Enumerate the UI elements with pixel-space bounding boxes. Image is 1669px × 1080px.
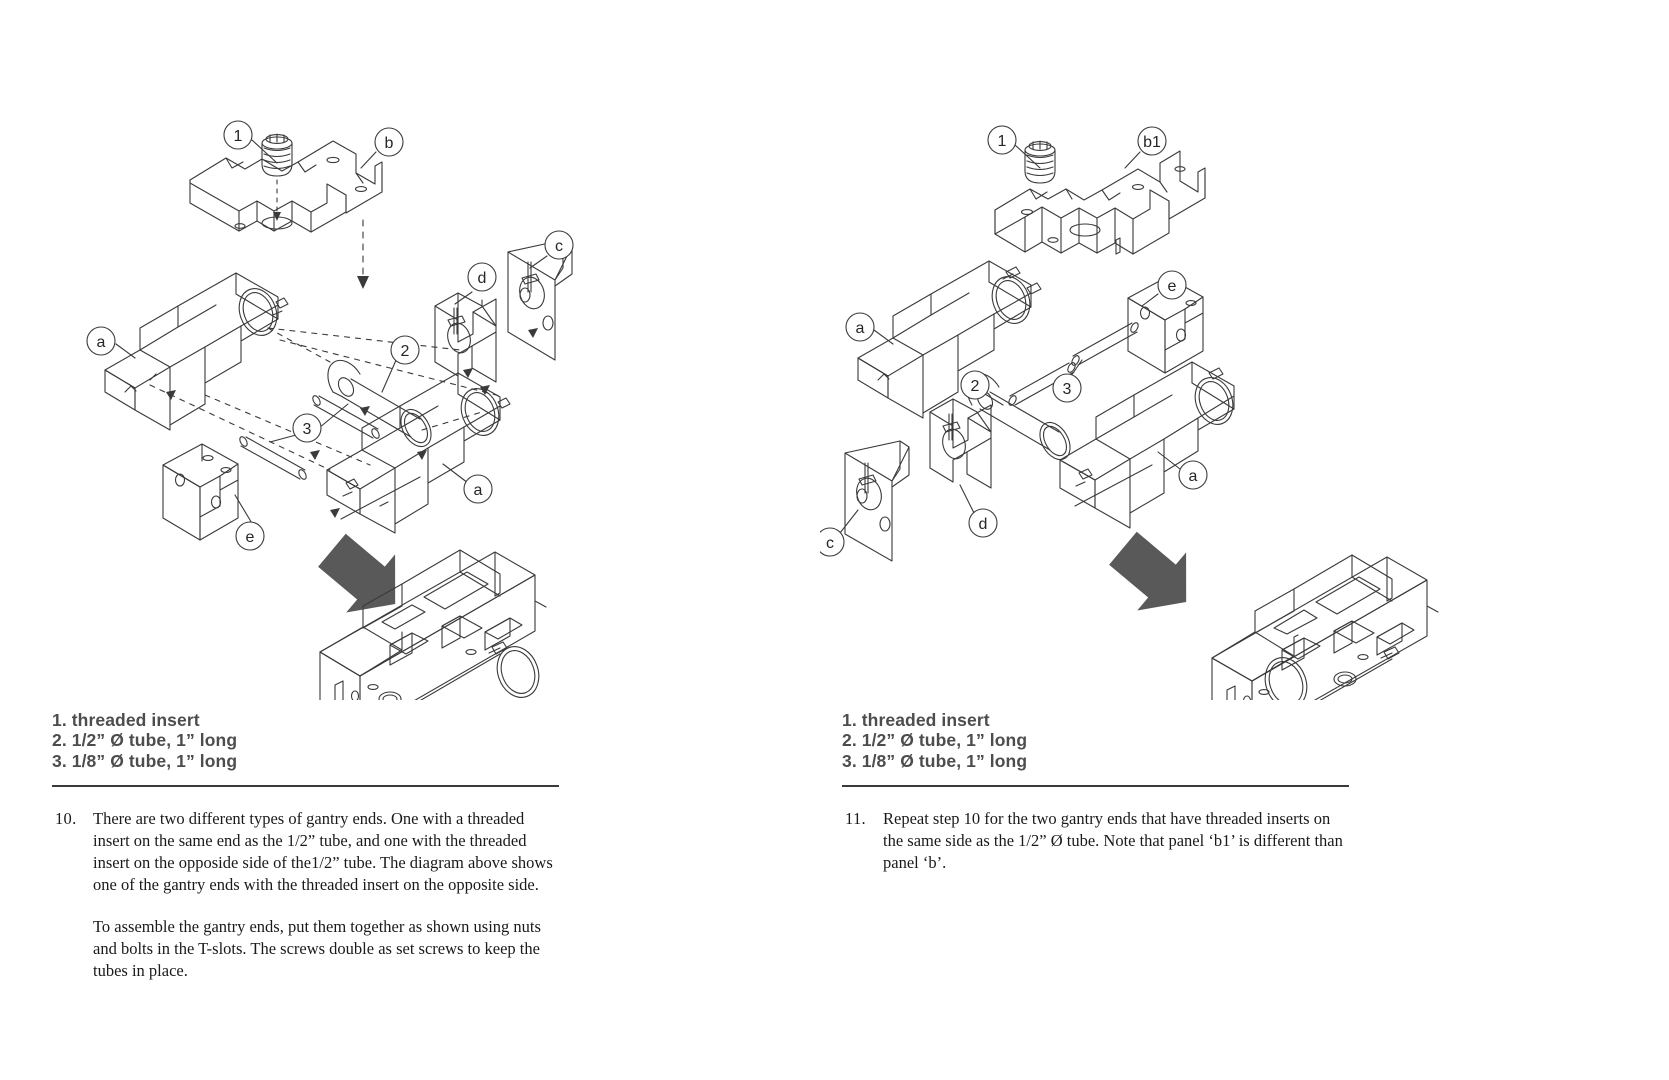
rail-a-upper bbox=[104, 272, 289, 431]
step-line: the same side as the 1/2” Ø tube. Note t… bbox=[883, 830, 1343, 850]
assembled-gantry-end bbox=[319, 549, 547, 700]
callout-balloon-group bbox=[820, 125, 1208, 557]
step-line: and bolts in the T-slots. The screws dou… bbox=[93, 938, 540, 958]
plate-e bbox=[162, 443, 239, 541]
callout-label: 1 bbox=[998, 133, 1007, 150]
callout-label: 1 bbox=[234, 128, 243, 145]
left-parts-legend: 1. threaded insert 2. 1/2” Ø tube, 1” lo… bbox=[52, 710, 512, 771]
callout-label: b bbox=[385, 135, 394, 152]
callout-leaders bbox=[115, 139, 548, 526]
panel-b1 bbox=[994, 150, 1206, 255]
callout-label: c bbox=[826, 535, 834, 552]
callout-label: c bbox=[555, 238, 563, 255]
right-parts-legend: 1. threaded insert 2. 1/2” Ø tube, 1” lo… bbox=[842, 710, 1302, 771]
callout-label: 3 bbox=[303, 421, 312, 438]
bracket-d bbox=[929, 398, 992, 489]
step-line: panel ‘b’. bbox=[883, 852, 947, 872]
callout-label: e bbox=[246, 529, 255, 546]
panel-b bbox=[189, 140, 383, 233]
step-line: tubes in place. bbox=[93, 960, 188, 980]
legend-item: 1. threaded insert bbox=[842, 710, 990, 730]
part-tube-3-lower bbox=[239, 436, 307, 480]
left-divider-rule bbox=[52, 785, 559, 787]
legend-item: 3. 1/8” Ø tube, 1” long bbox=[52, 750, 238, 771]
part-tube-3-upper bbox=[1071, 322, 1139, 366]
process-arrow bbox=[318, 533, 396, 613]
step-number: 11. bbox=[845, 809, 866, 828]
left-step-10: 10. There are two different types of gan… bbox=[55, 808, 575, 982]
step-line: one of the gantry ends with the threaded… bbox=[93, 874, 539, 894]
guide-arrowheads bbox=[166, 328, 538, 518]
part-tube-2 bbox=[327, 359, 432, 448]
step-paragraph: To assemble the gantry ends, put them to… bbox=[93, 916, 575, 982]
step-line: Repeat step 10 for the two gantry ends t… bbox=[883, 809, 1331, 828]
callout-label: a bbox=[1189, 468, 1198, 485]
step-line: There are two different types of gantry … bbox=[93, 809, 525, 828]
callout-label: a bbox=[97, 334, 106, 351]
step-line: insert on the opposide side of the1/2” t… bbox=[93, 852, 553, 872]
part-threaded-insert bbox=[261, 133, 293, 177]
callout-labels: 1 b c d a 2 3 a e bbox=[97, 128, 563, 546]
step-body: Repeat step 10 for the two gantry ends t… bbox=[883, 808, 1365, 874]
legend-item: 2. 1/2” Ø tube, 1” long bbox=[842, 730, 1028, 751]
plate-c bbox=[844, 440, 910, 562]
callout-balloon-group bbox=[86, 120, 574, 551]
rail-a-lower bbox=[1059, 361, 1235, 529]
callout-label: e bbox=[1168, 278, 1177, 295]
step-body: There are two different types of gantry … bbox=[93, 808, 575, 982]
callout-label: 2 bbox=[971, 378, 980, 395]
assembly-guides bbox=[149, 327, 501, 471]
callout-label: d bbox=[478, 270, 487, 287]
callout-label: a bbox=[474, 482, 483, 499]
right-column: 1 b1 a e 2 3 a c d bbox=[820, 0, 1620, 1080]
callout-label: 2 bbox=[401, 343, 410, 360]
bracket-d bbox=[434, 292, 497, 383]
rail-a-upper bbox=[857, 260, 1042, 419]
step-paragraph: There are two different types of gantry … bbox=[93, 808, 575, 896]
rail-a-lower bbox=[326, 372, 511, 534]
part-tube-2 bbox=[966, 372, 1071, 461]
legend-item: 2. 1/2” Ø tube, 1” long bbox=[52, 730, 238, 751]
step-line: To assemble the gantry ends, put them to… bbox=[93, 916, 541, 936]
step-line: insert on the same end as the 1/2” tube,… bbox=[93, 830, 527, 850]
legend-item: 3. 1/8” Ø tube, 1” long bbox=[842, 750, 1028, 771]
right-step-11: 11. Repeat step 10 for the two gantry en… bbox=[845, 808, 1365, 874]
legend-item: 1. threaded insert bbox=[52, 710, 200, 730]
step-number: 10. bbox=[55, 809, 77, 828]
left-exploded-diagram: 1 b c d a 2 3 a e bbox=[30, 40, 830, 700]
callout-label: 3 bbox=[1063, 381, 1072, 398]
callout-label: a bbox=[856, 320, 865, 337]
part-threaded-insert bbox=[1024, 140, 1056, 184]
right-divider-rule bbox=[842, 785, 1349, 787]
process-arrow bbox=[1109, 531, 1187, 611]
left-column: 1 b c d a 2 3 a e bbox=[30, 0, 830, 1080]
callout-labels: 1 b1 a e 2 3 a c d bbox=[826, 133, 1198, 552]
assembled-gantry-end bbox=[1211, 554, 1439, 700]
step-paragraph: Repeat step 10 for the two gantry ends t… bbox=[883, 808, 1365, 874]
right-exploded-diagram: 1 b1 a e 2 3 a c d bbox=[820, 40, 1620, 700]
part-tube-3-upper bbox=[312, 395, 380, 439]
callout-label: b1 bbox=[1143, 134, 1161, 151]
callout-label: d bbox=[979, 516, 988, 533]
